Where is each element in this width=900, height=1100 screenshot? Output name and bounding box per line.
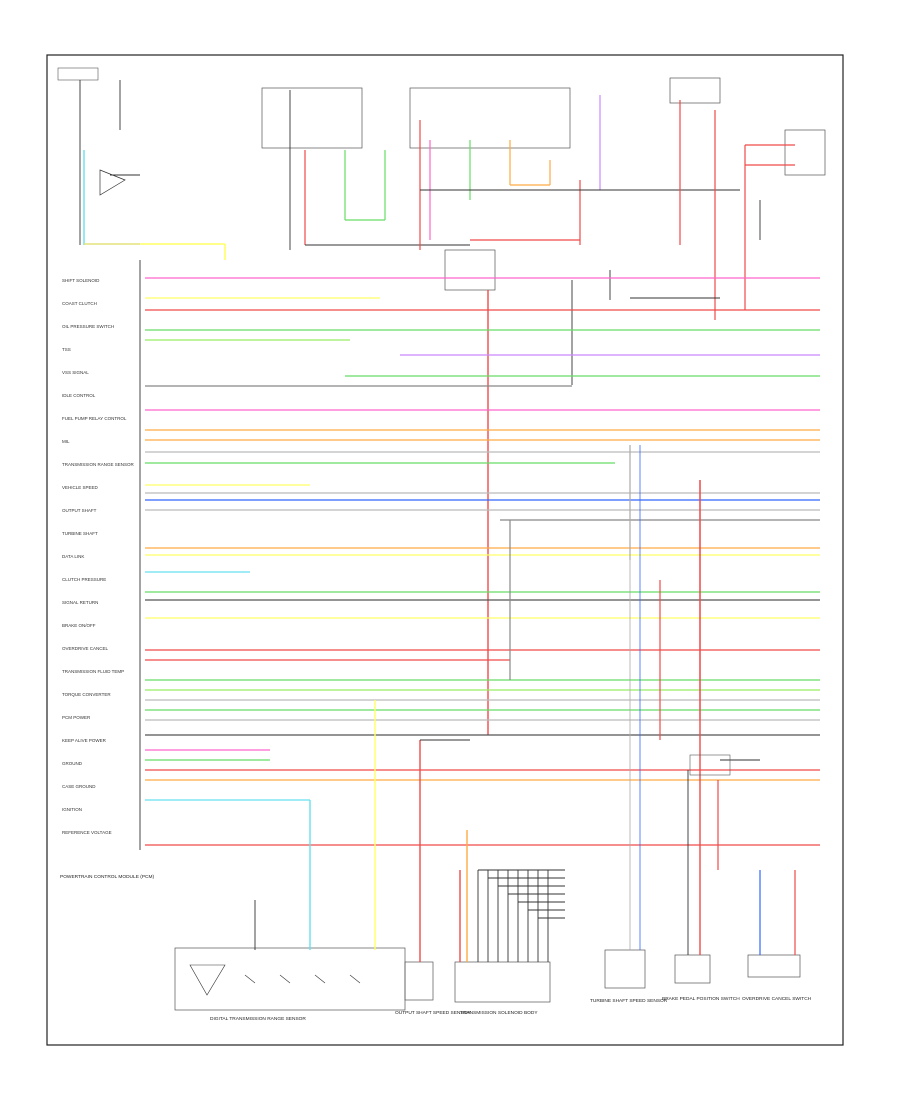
pcm-pin-label: SHIFT SOLENOID: [62, 278, 100, 283]
pcm-pin-label: FUEL PUMP RELAY CONTROL: [62, 416, 127, 421]
pcm-pin-label: PCM POWER: [62, 715, 91, 720]
label-solenoid-body: TRANSMISSION SOLENOID BODY: [460, 1010, 538, 1016]
digital-tr-sensor: [174, 947, 406, 1011]
pcm-pin-label: DATA LINK: [62, 554, 84, 559]
pcm-pin-label: IGNITION: [62, 807, 82, 812]
bottom-labels: DIGITAL TRANSMISSION RANGE SENSOR OUTPUT…: [60, 874, 812, 1022]
pcm-pin-label: CLUTCH PRESSURE: [62, 577, 106, 582]
pcm-pin-label: VSS SIGNAL: [62, 370, 89, 375]
label-tss: TURBINE SHAFT SPEED SENSOR: [590, 998, 668, 1004]
pcm-pin-label: IDLE CONTROL: [62, 393, 96, 398]
solenoid-body: [454, 961, 551, 1003]
pcm-pin-label: TRANSMISSION FLUID TEMP: [62, 669, 124, 674]
pcm-pin-labels: SHIFT SOLENOID COAST CLUTCH OIL PRESSURE S…: [62, 260, 141, 850]
oss-sensor: [404, 961, 434, 1001]
top-components: [57, 67, 826, 735]
solenoid-wires: [459, 830, 565, 962]
diagram-frame: [46, 54, 844, 1046]
pcm-pin-label: COAST CLUTCH: [62, 301, 97, 306]
pcm-pin-label: VEHICLE SPEED: [62, 485, 99, 490]
tss-sensor: [604, 949, 646, 989]
pcm-pin-label: KEEP ALIVE POWER: [62, 738, 107, 743]
pcm-caption: POWERTRAIN CONTROL MODULE (PCM): [60, 874, 154, 880]
pcm-pin-label: MIL: [62, 439, 70, 444]
pcm-pin-label: TRANSMISSION RANGE SENSOR: [62, 462, 135, 467]
pcm-pin-label: TSS: [62, 347, 71, 352]
pcm-pin-label: CASE GROUND: [62, 784, 96, 789]
od-cancel-switch: [747, 954, 801, 978]
pcm-pin-label: OIL PRESSURE SWITCH: [62, 324, 114, 329]
pcm-pin-label: GROUND: [62, 761, 83, 766]
pcm-pin-label: REFERENCE VOLTAGE: [62, 830, 112, 835]
label-tr-sensor: DIGITAL TRANSMISSION RANGE SENSOR: [210, 1016, 306, 1022]
pcm-pin-label: SIGNAL RETURN: [62, 600, 98, 605]
pcm-pin-label: BRAKE ON/OFF: [62, 623, 96, 628]
label-brake-switch: BRAKE PEDAL POSITION SWITCH: [662, 996, 740, 1002]
pcm-pin-label: TURBINE SHAFT: [62, 531, 98, 536]
pcm-pin-label: OUTPUT SHAFT: [62, 508, 97, 513]
pcm-pin-label: TORQUE CONVERTER: [62, 692, 111, 697]
brake-switch: [674, 954, 711, 984]
label-oss: OUTPUT SHAFT SPEED SENSOR: [395, 1010, 471, 1016]
pcm-pin-label: OVERDRIVE CANCEL: [62, 646, 109, 651]
pcm-wires: [145, 277, 820, 846]
bottom-components: [174, 445, 801, 1011]
label-od-cancel: OVERDRIVE CANCEL SWITCH: [742, 996, 812, 1002]
